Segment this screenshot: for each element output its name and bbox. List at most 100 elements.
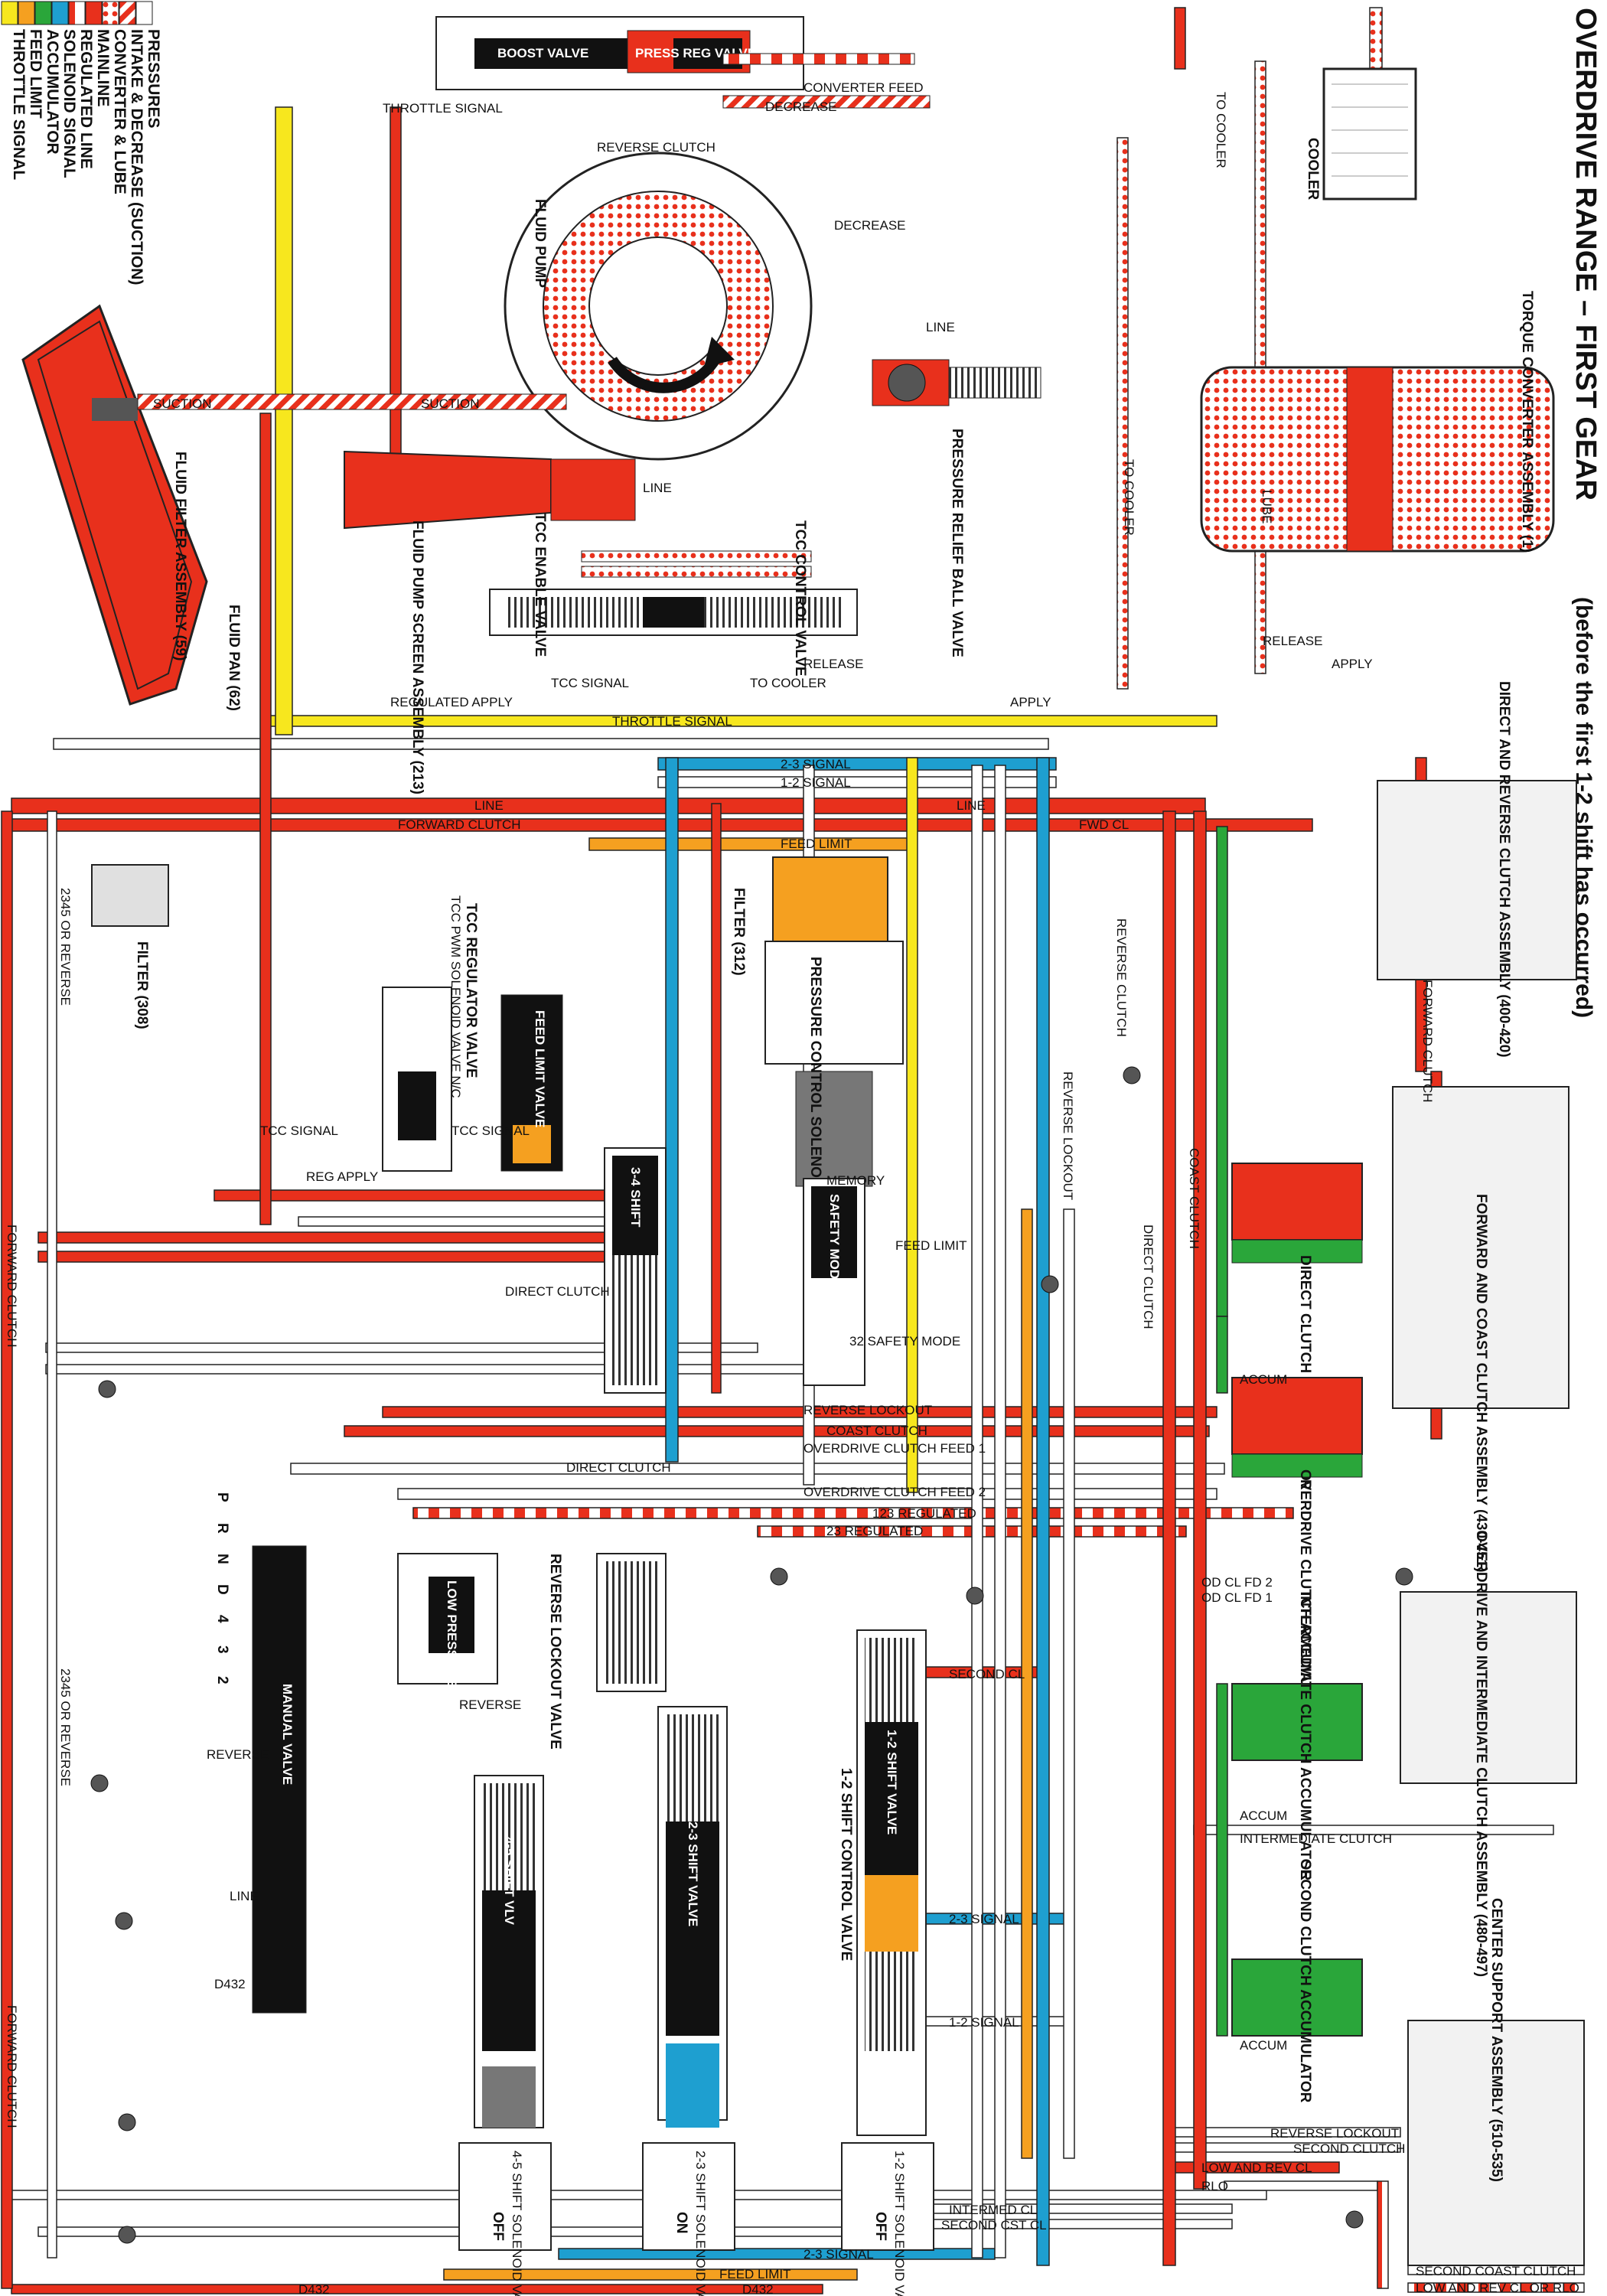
- legend-regulated: REGULATED LINE: [77, 29, 95, 169]
- shift-valve-12: 1-2 SHIFT VALVE 1-2 SHIFT CONTROL VALVE …: [838, 1629, 934, 2296]
- pressure-regulator-assembly: BOOST VALVE PRESS REG VALVE: [435, 16, 931, 109]
- legend-mainline: MAINLINE: [94, 29, 112, 107]
- label-reverse-lockout: REVERSE LOCKOUT: [804, 1403, 932, 1417]
- label-forward-clutch-v: FORWARD CLUTCH: [5, 1225, 19, 1348]
- manual-valve: MANUAL VALVE: [252, 1545, 307, 2014]
- label-23-reg: 23 REGULATED: [826, 1524, 923, 1538]
- shift-valve-23: 2-3 SHIFT VALVE 2-3 SHIFT SOLENOID VALVE…: [642, 1706, 735, 2296]
- label-intermed-cl: INTERMED CL: [949, 2203, 1037, 2217]
- forward-coast-label: FORWARD AND COAST CLUTCH ASSEMBLY (430-4…: [1473, 1194, 1489, 1572]
- center-support-label: CENTER SUPPORT ASSEMBLY (510-535): [1488, 1898, 1504, 2182]
- fluid-pan: FLUID FILTER ASSEMBLY (59) FLUID PAN (62…: [21, 304, 567, 711]
- manual-valve-label: MANUAL VALVE: [280, 1684, 295, 1785]
- label-fwd-cl: FWD CL: [1079, 817, 1129, 832]
- feed-limit-valve-label: FEED LIMIT VALVE: [533, 1010, 547, 1127]
- legend-accumulator: ACCUMULATOR: [44, 29, 61, 155]
- filter-312-label: FILTER (312): [731, 888, 747, 976]
- label-rlo: RLO: [1201, 2179, 1228, 2193]
- boost-valve-label: BOOST VALVE: [497, 46, 588, 60]
- label-reverse-lockout-2: REVERSE LOCKOUT: [1270, 2126, 1399, 2141]
- label-od-feed-1: OVERDRIVE CLUTCH FEED 1: [804, 1441, 986, 1456]
- label-throttle-signal: THROTTLE SIGNAL: [612, 714, 732, 729]
- legend-pressures: PRESSURES: [145, 29, 162, 129]
- label-reverse-lockout-v: REVERSE LOCKOUT: [1061, 1071, 1075, 1200]
- label-second-coast-clutch: SECOND COAST CLUTCH: [1416, 2264, 1576, 2278]
- label-release: RELEASE: [1263, 634, 1322, 648]
- passage-labels: LINE FORWARD CLUTCH LINE FWD CL 2-3 SIGN…: [5, 80, 1579, 2296]
- gear-3: 3: [214, 1645, 230, 1654]
- label-coast-clutch: COAST CLUTCH: [826, 1424, 927, 1438]
- gear-p: P: [214, 1492, 230, 1502]
- label-line-1: LINE: [474, 798, 504, 813]
- label-second-cst-cl: SECOND CST CL: [941, 2218, 1047, 2232]
- label-reverse-clutch-v: REVERSE CLUTCH: [1114, 918, 1129, 1037]
- pump-screen-assembly: FLUID PUMP SCREEN ASSEMBLY (213): [344, 393, 636, 794]
- label-23-signal-3: 2-3 SIGNAL: [804, 2247, 874, 2262]
- label-direct-clutch-2: DIRECT CLUTCH: [566, 1460, 671, 1475]
- direct-reverse-label: DIRECT AND REVERSE CLUTCH ASSEMBLY (400-…: [1496, 681, 1512, 1058]
- label-accum-3: ACCUM: [1240, 2038, 1287, 2053]
- label-reg-apply: REG APPLY: [306, 1169, 378, 1184]
- label-feed-limit: FEED LIMIT: [781, 837, 852, 851]
- label-converter-feed: CONVERTER FEED: [804, 80, 924, 95]
- reverse-lockout-valve: REVERSE LOCKOUT VALVE: [547, 1553, 667, 1750]
- label-forward-clutch-v3: FORWARD CLUTCH: [1420, 980, 1435, 1103]
- label-d432: D432: [298, 2282, 330, 2296]
- shift-12-label: 1-2 SHIFT VALVE: [885, 1730, 899, 1835]
- shift-valve-34: 3-4 SHIFT: [604, 1147, 667, 1394]
- od-accum-label: OVERDRIVE CLUTCH ACCUMULATOR: [1297, 1469, 1313, 1736]
- label-d432-2: D432: [742, 2282, 774, 2296]
- shift-12-ctrl-label: 1-2 SHIFT CONTROL VALVE: [838, 1768, 854, 1961]
- label-direct-clutch: DIRECT CLUTCH: [505, 1284, 610, 1299]
- torque-converter-label: TORQUE CONVERTER ASSEMBLY (1): [1519, 291, 1535, 553]
- fluid-pump-label: FLUID PUMP: [532, 199, 548, 288]
- label-forward-clutch: FORWARD CLUTCH: [398, 817, 521, 832]
- int-accum-label: INTERMEDIATE CLUTCH ACCUMULATOR: [1297, 1592, 1313, 1880]
- tcc-regulator: TCC REGULATOR VALVE TCC PWM SOLENOID VAL…: [382, 895, 479, 1172]
- tcc-reg-label: TCC REGULATOR VALVE: [463, 903, 479, 1078]
- sol-12-label: 1-2 SHIFT SOLENOID VALVE N/C: [892, 2151, 907, 2296]
- label-second-clutch: SECOND CLUTCH: [1293, 2141, 1405, 2156]
- label-line-manual: LINE: [230, 1889, 259, 1903]
- od-intermediate-label: OVERDRIVE AND INTERMEDIATE CLUTCH ASSEMB…: [1473, 1531, 1489, 1977]
- label-second-cl: SECOND CL: [949, 1667, 1025, 1681]
- legend-throttle: THROTTLE SIGNAL: [10, 29, 28, 180]
- label-low-rev-rlo: LOW AND REV CL OR RLO: [1416, 2281, 1579, 2295]
- legend-converter: CONVERTER & LUBE: [111, 29, 129, 194]
- shift-23-label: 2-3 SHIFT VALVE: [686, 1821, 700, 1926]
- check-balls: [90, 1066, 1413, 2244]
- pcs-label: PRESSURE CONTROL SOLENOID VALVE: [807, 957, 823, 1243]
- pressure-relief-valve: PRESSURE RELIEF BALL VALVE: [872, 359, 1041, 657]
- low-pressure-label: LOW PRESSURE: [445, 1580, 459, 1686]
- fluid-filter-label: FLUID FILTER ASSEMBLY (59): [172, 452, 188, 660]
- label-memory: MEMORY: [826, 1173, 885, 1188]
- label-lube-v: LUBE: [1260, 490, 1274, 523]
- label-reverse-2: REVERSE: [207, 1747, 269, 1762]
- low-pressure-valve: LOW PRESSURE: [397, 1553, 498, 1686]
- label-line-2: LINE: [957, 798, 986, 813]
- label-tcc-signal-3: TCC SIGNAL: [260, 1124, 338, 1138]
- gear-4: 4: [214, 1615, 230, 1623]
- label-low-rev: LOW AND REV CL: [1201, 2161, 1312, 2175]
- accumulators: DIRECT CLUTCH ACCUMULATOR OVERDRIVE CLUT…: [1231, 1163, 1363, 2103]
- gear-selector: P R N D 4 3 2: [214, 1492, 230, 1684]
- gear-n: N: [214, 1554, 230, 1564]
- pump-screen-label: FLUID PUMP SCREEN ASSEMBLY (213): [409, 520, 425, 794]
- feed-limit-valve: FEED LIMIT VALVE: [500, 994, 563, 1172]
- gear-2: 2: [214, 1676, 230, 1684]
- legend-intake: INTAKE & DECREASE (SUCTION): [128, 29, 145, 285]
- label-2345-rev-2: 2345 OR REVERSE: [58, 1668, 73, 1786]
- shift-45-label: 4-5 SHIFT VLV: [502, 1837, 517, 1926]
- label-to-cooler: TO COOLER: [750, 676, 826, 690]
- sol-12-state: OFF: [872, 2212, 888, 2241]
- cooler: COOLER: [1305, 67, 1417, 201]
- label-forward-clutch-v2: FORWARD CLUTCH: [5, 2005, 19, 2128]
- label-12-signal-2: 1-2 SIGNAL: [949, 2015, 1019, 2030]
- tcc-pwm-label: TCC PWM SOLENOID VALVE N/C: [448, 895, 463, 1098]
- label-od-feed-2: OVERDRIVE CLUTCH FEED 2: [804, 1485, 986, 1499]
- safety-mode-label: SAFETY MODE: [827, 1194, 842, 1287]
- label-2345-rev: 2345 OR REVERSE: [58, 888, 73, 1006]
- label-accum-2: ACCUM: [1240, 1808, 1287, 1823]
- tcc-control-label: TCC CONTROL VALVE: [792, 520, 808, 677]
